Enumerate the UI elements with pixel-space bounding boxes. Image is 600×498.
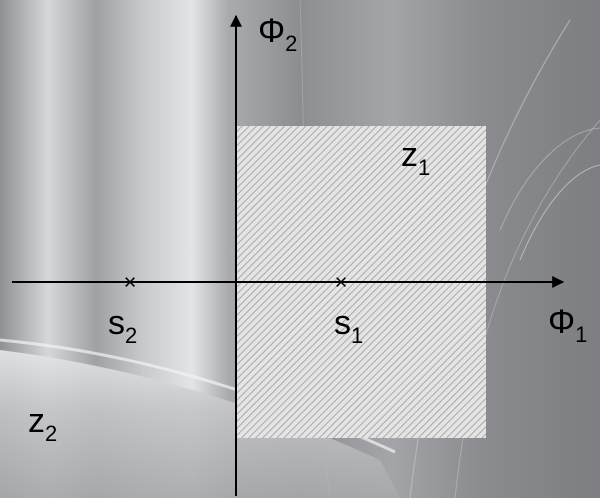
phi2-symbol: Φ [258,12,285,50]
z1-symbol: z [401,136,418,174]
s1-marker: × [335,270,348,295]
s1-subscript: 1 [351,323,363,348]
s2-marker: × [124,270,137,295]
phi1-subscript: 1 [575,322,587,347]
z2-subscript: 2 [45,421,57,446]
z2-symbol: z [28,402,45,440]
phi2-subscript: 2 [285,31,297,56]
z1-subscript: 1 [418,155,430,180]
s1-symbol: s [334,304,351,342]
s2-symbol: s [108,304,125,342]
phi1-symbol: Φ [548,303,575,341]
s2-subscript: 2 [125,323,137,348]
